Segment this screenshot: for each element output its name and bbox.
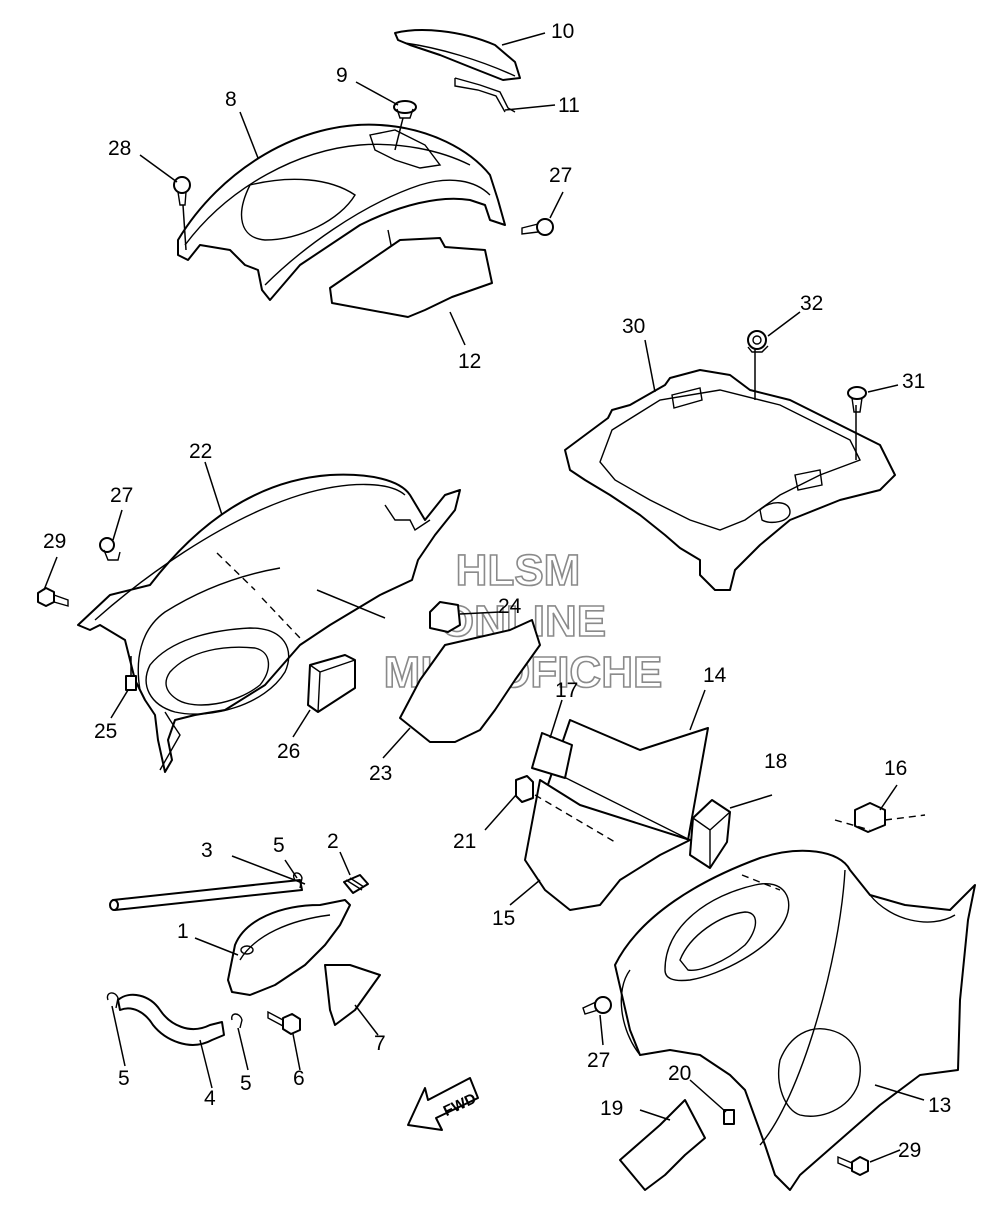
callout-3: 3 (201, 839, 213, 862)
part-cushion-24[interactable] (429, 601, 461, 633)
callout-24: 24 (498, 595, 522, 618)
leader-lines (43, 32, 925, 1163)
callout-17: 17 (555, 679, 578, 702)
part-hose-4[interactable] (117, 993, 225, 1046)
callout-31: 31 (902, 370, 925, 393)
callout-9: 9 (336, 64, 348, 87)
part-rear-fender-top[interactable] (177, 123, 506, 301)
part-cushion-17[interactable] (531, 732, 573, 779)
callout-26: 26 (277, 740, 300, 763)
callout-5-right: 5 (240, 1072, 252, 1095)
callout-20: 20 (668, 1062, 691, 1085)
part-clip-32[interactable] (747, 330, 769, 353)
callout-18: 18 (764, 750, 787, 773)
part-clamp-5-top[interactable] (293, 872, 303, 889)
part-side-cover-13[interactable] (614, 819, 976, 1191)
part-pad-23[interactable] (399, 619, 541, 743)
callout-8: 8 (225, 88, 237, 111)
part-bolt-27-right[interactable] (582, 996, 612, 1015)
callout-15: 15 (492, 907, 515, 930)
part-nut-25[interactable] (125, 656, 137, 691)
part-bolt-27-left[interactable] (99, 537, 121, 561)
part-side-cover-22[interactable] (77, 473, 461, 773)
part-bolt-27-top[interactable] (521, 218, 554, 236)
callout-labels: 10 11 9 8 28 27 12 32 30 31 22 27 29 24 … (43, 20, 951, 1162)
part-clamp-5-left[interactable] (106, 992, 119, 1009)
callout-16: 16 (884, 757, 907, 780)
callout-22: 22 (189, 440, 212, 463)
part-cushion-18[interactable] (689, 799, 731, 869)
part-nut-20[interactable] (723, 1109, 735, 1125)
callout-29-right: 29 (898, 1139, 921, 1162)
part-bolt-29-left[interactable] (37, 587, 69, 607)
callout-32: 32 (800, 292, 823, 315)
callout-10: 10 (551, 20, 574, 43)
watermark-line2: ONLINE (440, 597, 606, 646)
callout-27-left: 27 (110, 484, 133, 507)
part-pad-19[interactable] (619, 1099, 706, 1191)
callout-7: 7 (374, 1032, 386, 1055)
part-bracket-11[interactable] (454, 77, 516, 113)
part-mud-flap-12[interactable] (329, 237, 493, 318)
callout-2: 2 (327, 830, 339, 853)
callout-11: 11 (558, 94, 580, 117)
part-grommet-9[interactable] (393, 100, 417, 151)
part-bolt-6[interactable] (267, 1010, 301, 1035)
callout-1: 1 (177, 920, 189, 943)
watermark-line1: HLSM (456, 546, 581, 595)
part-clamp-5-right[interactable] (231, 1013, 243, 1029)
callout-29-left: 29 (43, 530, 66, 553)
callout-27-top: 27 (549, 164, 572, 187)
part-screw-31[interactable] (847, 386, 867, 413)
part-damper-26[interactable] (307, 654, 356, 713)
callout-23: 23 (369, 762, 392, 785)
callout-19: 19 (600, 1097, 623, 1120)
part-tank-1[interactable] (227, 899, 351, 996)
callout-4: 4 (204, 1087, 216, 1110)
callout-6: 6 (293, 1067, 305, 1090)
callout-28: 28 (108, 137, 131, 160)
part-pipe-3[interactable] (109, 879, 303, 911)
part-frame-30[interactable] (564, 345, 896, 591)
part-bolt-28[interactable] (173, 176, 191, 251)
callout-5-left: 5 (118, 1067, 130, 1090)
callout-27-right: 27 (587, 1049, 610, 1072)
callout-25: 25 (94, 720, 117, 743)
fwd-arrow-icon: FWD (407, 1077, 479, 1131)
callout-5-top: 5 (273, 834, 285, 857)
part-seat-cover-10[interactable] (394, 29, 521, 81)
callout-21: 21 (453, 830, 476, 853)
part-bolt-29-right[interactable] (837, 1155, 869, 1176)
part-cushion-16[interactable] (854, 802, 926, 833)
callout-12: 12 (458, 350, 481, 373)
callout-13: 13 (928, 1094, 951, 1117)
callout-30: 30 (622, 315, 645, 338)
part-cap-2[interactable] (343, 874, 369, 894)
callout-14: 14 (703, 664, 727, 687)
part-bracket-7[interactable] (324, 964, 381, 1026)
